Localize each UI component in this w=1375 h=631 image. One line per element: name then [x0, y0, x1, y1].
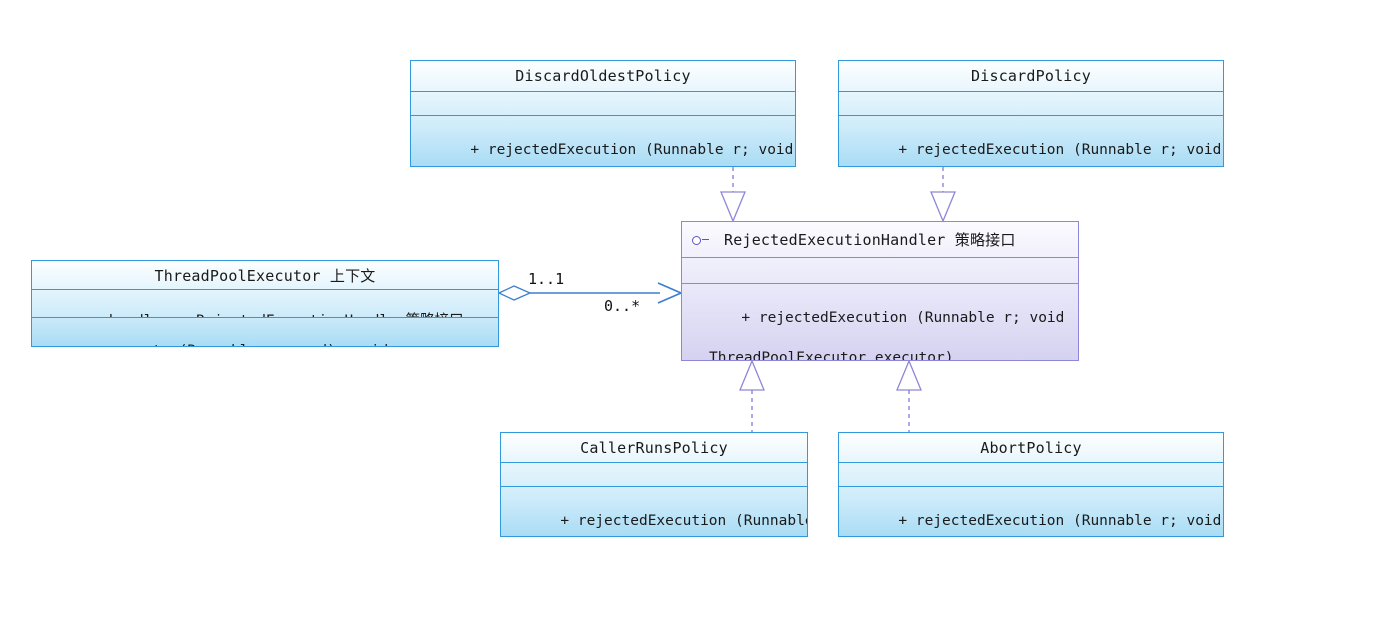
class-name-label: DiscardOldestPolicy [515, 67, 691, 85]
operation-line-1: + rejectedExecution (Runnable r; void [470, 142, 794, 158]
class-box-discard-oldest-policy[interactable]: DiscardOldestPolicy + rejectedExecution … [410, 60, 796, 167]
class-attributes-discard-policy [839, 92, 1223, 116]
class-attributes-caller-runs-policy [501, 463, 807, 487]
class-name-label: AbortPolicy [980, 438, 1082, 457]
interface-attributes [682, 258, 1078, 284]
class-title-thread-pool-executor: ThreadPoolExecutor 上下文 [32, 261, 498, 290]
class-name-label: ThreadPoolExecutor 上下文 [154, 266, 376, 285]
class-name-label: CallerRunsPolicy [580, 438, 728, 457]
class-title-discard-policy: DiscardPolicy [839, 61, 1223, 92]
class-attributes-discard-oldest-policy [411, 92, 795, 116]
operation-line-1: + rejectedExecution (Runnable r; void [898, 513, 1222, 529]
interface-lollipop-icon [692, 235, 710, 245]
class-title-discard-oldest-policy: DiscardOldestPolicy [411, 61, 795, 92]
operation-line-1: + execute (Runnable command): void [91, 343, 388, 346]
class-operations-abort-policy: + rejectedExecution (Runnable r; void Th… [839, 487, 1223, 536]
class-box-abort-policy[interactable]: AbortPolicy + rejectedExecution (Runnabl… [838, 432, 1224, 537]
class-operations-caller-runs-policy: + rejectedExecution (Runnable r; void Th… [501, 487, 807, 536]
class-name-label: DiscardPolicy [971, 67, 1091, 85]
realization-discard-oldest-policy [720, 167, 746, 223]
interface-title-rejected-execution-handler: RejectedExecutionHandler 策略接口 [682, 222, 1078, 258]
realization-caller-runs-policy [739, 359, 765, 434]
operation-line-1: + rejectedExecution (Runnable r; void [898, 142, 1222, 158]
realization-discard-policy [930, 167, 956, 223]
operation-line-2: ThreadPoolExecutor executor) [709, 350, 954, 360]
interface-box-rejected-execution-handler[interactable]: RejectedExecutionHandler 策略接口 + rejected… [681, 221, 1079, 361]
class-operations-thread-pool-executor: + execute (Runnable command): void [32, 318, 498, 346]
association-handler [497, 282, 684, 304]
multiplicity-source-label: 1..1 [528, 270, 565, 288]
class-operations-discard-oldest-policy: + rejectedExecution (Runnable r; void Th… [411, 116, 795, 166]
class-attributes-abort-policy [839, 463, 1223, 487]
interface-operations: + rejectedExecution (Runnable r; void Th… [682, 284, 1078, 360]
class-box-caller-runs-policy[interactable]: CallerRunsPolicy + rejectedExecution (Ru… [500, 432, 808, 537]
class-box-discard-policy[interactable]: DiscardPolicy + rejectedExecution (Runna… [838, 60, 1224, 167]
class-box-thread-pool-executor[interactable]: ThreadPoolExecutor 上下文 - handler : Rejec… [31, 260, 499, 347]
interface-name-label: RejectedExecutionHandler 策略接口 [724, 231, 1016, 249]
multiplicity-target-label: 0..* [604, 297, 641, 315]
operation-line-1: + rejectedExecution (Runnable r; void [741, 310, 1065, 326]
class-operations-discard-policy: + rejectedExecution (Runnable r; void Th… [839, 116, 1223, 166]
class-title-caller-runs-policy: CallerRunsPolicy [501, 433, 807, 463]
realization-abort-policy [896, 359, 922, 434]
class-title-abort-policy: AbortPolicy [839, 433, 1223, 463]
operation-line-1: + rejectedExecution (Runnable r; void [560, 513, 807, 529]
